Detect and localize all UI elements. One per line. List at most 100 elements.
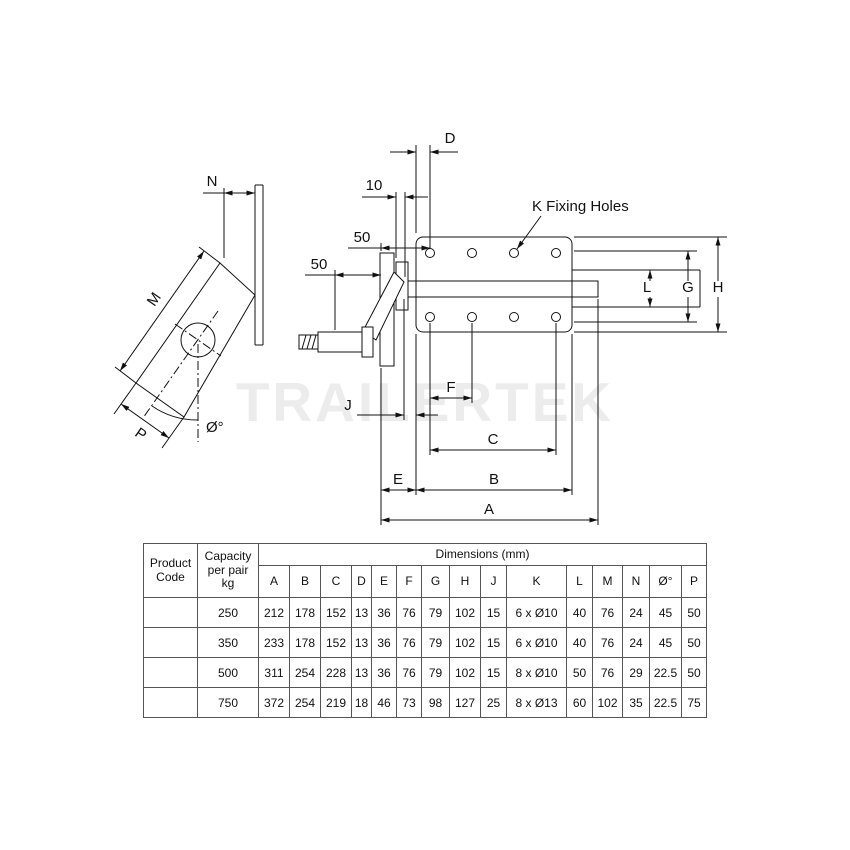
dim-value-cell: 13 bbox=[351, 657, 372, 688]
dim-column-header: B bbox=[289, 565, 321, 598]
front-view-dimensions: D 10 50 50 K Fixing Holes L G H J F C E … bbox=[305, 130, 727, 525]
stub-axle bbox=[317, 331, 363, 353]
dim-value-cell: 254 bbox=[289, 687, 321, 718]
dim-value-cell: 76 bbox=[396, 657, 422, 688]
dim-value-cell: 178 bbox=[289, 627, 321, 658]
capacity-cell: 350 bbox=[197, 627, 259, 658]
dim-column-header: M bbox=[592, 565, 623, 598]
dim-value-cell: 18 bbox=[351, 687, 372, 718]
dim-label-m: M bbox=[144, 289, 165, 309]
product-code-cell bbox=[143, 687, 198, 718]
dim-value-cell: 228 bbox=[320, 657, 352, 688]
dim-value-cell: 13 bbox=[351, 597, 372, 628]
dim-value-cell: 45 bbox=[649, 627, 682, 658]
fixing-hole bbox=[551, 248, 561, 258]
dim-value-cell: 50 bbox=[680, 597, 708, 628]
stub-flange bbox=[361, 326, 374, 358]
dim-value-cell: 25 bbox=[480, 687, 507, 718]
dim-value-cell: 50 bbox=[680, 657, 708, 688]
dim-value-cell: 102 bbox=[449, 627, 481, 658]
fixing-hole bbox=[467, 248, 477, 258]
dim-value-cell: 219 bbox=[320, 687, 352, 718]
dim-value-cell: 372 bbox=[258, 687, 290, 718]
bracket-plate bbox=[415, 236, 573, 333]
dim-label-n: N bbox=[207, 173, 218, 190]
dim-value-cell: 73 bbox=[396, 687, 422, 718]
square-axle-member bbox=[572, 269, 701, 308]
dim-column-header: L bbox=[566, 565, 593, 598]
header-row-top: Product Code Capacity per pair kg Dimens… bbox=[143, 543, 708, 598]
k-fixing-holes-note: K Fixing Holes bbox=[532, 198, 629, 215]
dim-value-cell: 8 x Ø13 bbox=[506, 687, 567, 718]
dim-label-f: F bbox=[446, 379, 455, 396]
dim-column-header: Ø° bbox=[649, 565, 682, 598]
dim-column-header: E bbox=[371, 565, 397, 598]
technical-drawing: N M P Ø° bbox=[113, 130, 727, 525]
dim-value-cell: 15 bbox=[480, 597, 507, 628]
dim-column-header: P bbox=[680, 565, 708, 598]
dim-label-10: 10 bbox=[366, 177, 383, 194]
dim-value-cell: 76 bbox=[592, 627, 623, 658]
dim-value-cell: 8 x Ø10 bbox=[506, 657, 567, 688]
dim-value-cell: 46 bbox=[371, 687, 397, 718]
dim-value-cell: 45 bbox=[649, 597, 682, 628]
fixing-holes bbox=[425, 248, 561, 322]
dim-value-cell: 212 bbox=[258, 597, 290, 628]
dim-value-cell: 50 bbox=[566, 657, 593, 688]
front-view bbox=[298, 236, 701, 367]
dim-value-cell: 60 bbox=[566, 687, 593, 718]
axle-tube bbox=[403, 280, 599, 298]
dim-value-cell: 6 x Ø10 bbox=[506, 627, 567, 658]
dim-value-cell: 36 bbox=[371, 627, 397, 658]
dim-value-cell: 35 bbox=[622, 687, 650, 718]
dim-value-cell: 76 bbox=[592, 657, 623, 688]
dim-value-cell: 36 bbox=[371, 657, 397, 688]
dim-value-cell: 24 bbox=[622, 597, 650, 628]
dim-value-cell: 98 bbox=[421, 687, 450, 718]
dim-label-e: E bbox=[393, 471, 403, 488]
dim-value-cell: 254 bbox=[289, 657, 321, 688]
fixing-hole bbox=[425, 312, 435, 322]
fixing-hole bbox=[467, 312, 477, 322]
dim-value-cell: 76 bbox=[592, 597, 623, 628]
dim-n bbox=[203, 188, 255, 258]
dim-value-cell: 75 bbox=[680, 687, 708, 718]
fixing-hole bbox=[425, 248, 435, 258]
dim-value-cell: 22.5 bbox=[649, 657, 682, 688]
capacity-cell: 250 bbox=[197, 597, 259, 628]
dim-value-cell: 79 bbox=[421, 627, 450, 658]
dim-column-header: J bbox=[480, 565, 507, 598]
dim-label-c: C bbox=[488, 431, 499, 448]
dim-column-header: K bbox=[506, 565, 567, 598]
side-view: N M P Ø° bbox=[113, 173, 264, 449]
fixing-hole bbox=[509, 248, 519, 258]
dim-value-cell: 127 bbox=[449, 687, 481, 718]
dim-column-header: D bbox=[351, 565, 372, 598]
capacity-cell: 500 bbox=[197, 657, 259, 688]
dim-column-header: H bbox=[449, 565, 481, 598]
fixing-hole bbox=[509, 312, 519, 322]
product-code-cell bbox=[143, 597, 198, 628]
capacity-header: Capacity per pair kg bbox=[197, 543, 259, 598]
dim-m bbox=[114, 246, 221, 384]
dim-column-header: C bbox=[320, 565, 352, 598]
dim-label-b: B bbox=[489, 471, 499, 488]
capacity-cell: 750 bbox=[197, 687, 259, 718]
dim-label-p: P bbox=[132, 424, 150, 444]
spec-table: Product Code Capacity per pair kg Dimens… bbox=[143, 543, 708, 718]
dim-value-cell: 13 bbox=[351, 627, 372, 658]
dim-column-header: A bbox=[258, 565, 290, 598]
dim-value-cell: 76 bbox=[396, 627, 422, 658]
dim-label-j: J bbox=[344, 397, 352, 414]
dim-value-cell: 15 bbox=[480, 657, 507, 688]
centerlines bbox=[142, 310, 222, 442]
dim-value-cell: 50 bbox=[680, 627, 708, 658]
dim-value-cell: 6 x Ø10 bbox=[506, 597, 567, 628]
dim-value-cell: 76 bbox=[396, 597, 422, 628]
dim-label-h: H bbox=[713, 279, 724, 296]
dim-value-cell: 152 bbox=[320, 597, 352, 628]
